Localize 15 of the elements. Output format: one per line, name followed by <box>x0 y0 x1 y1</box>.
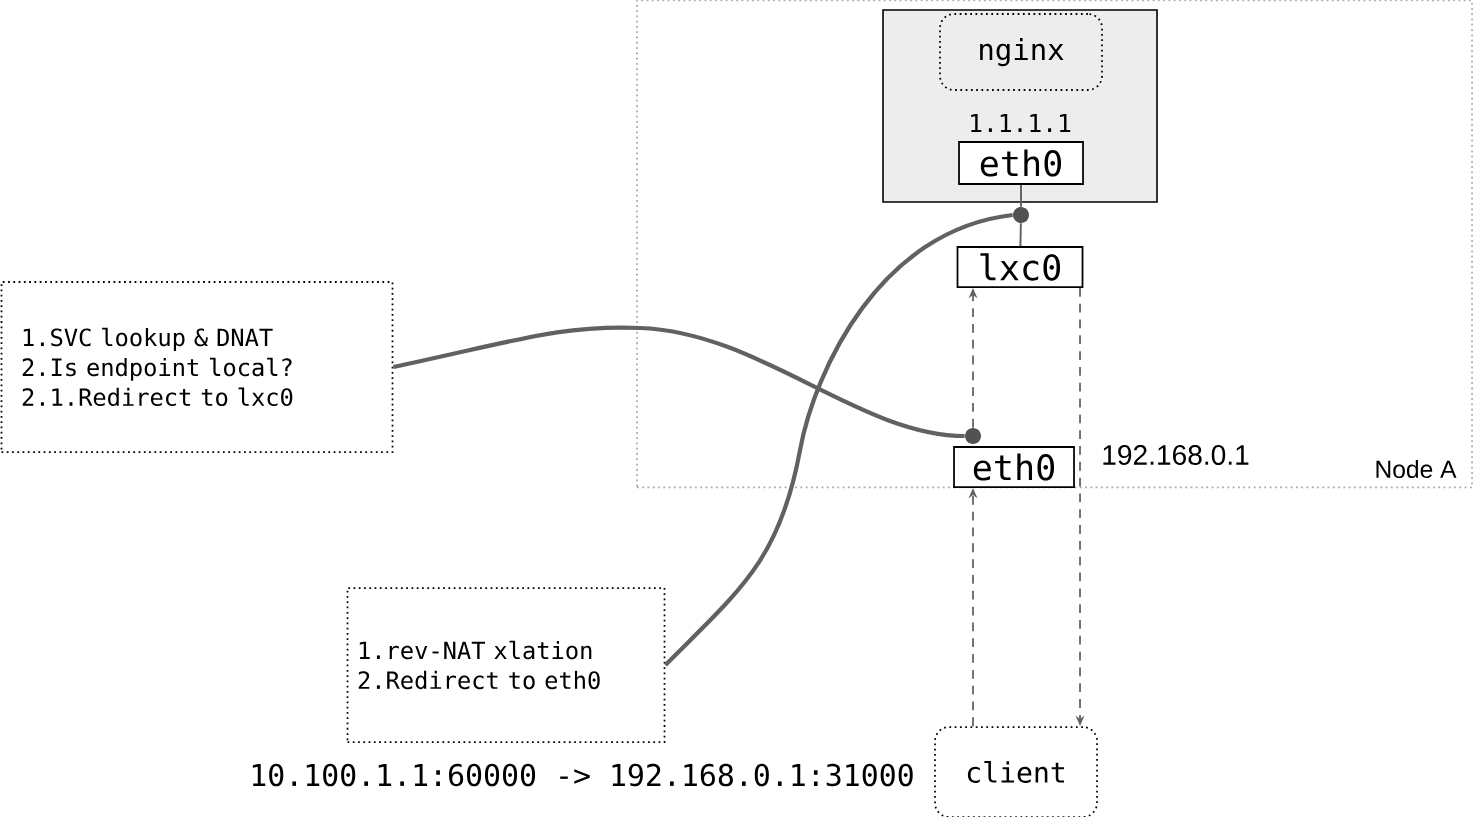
junction-dot <box>965 428 981 444</box>
address-label: 192.168.0.1 <box>1103 445 1249 465</box>
process-box: client <box>934 726 1098 817</box>
interface-box: eth0 <box>958 141 1084 185</box>
interface-box: lxc0 <box>956 246 1084 288</box>
connector-line <box>1020 183 1022 208</box>
interface-box: eth0 <box>953 446 1075 488</box>
address-label: 10.100.1.1:60000 -> 192.168.0.1:31000 <box>252 763 913 787</box>
note-box: 1.rev-NAT xlation 2.Redirect to eth0 <box>346 587 666 743</box>
note-box: 1.SVC lookup & DNAT 2.Is endpoint local? 2.1.Redirect to lxc0 <box>0 281 394 453</box>
connector-line <box>1019 222 1022 248</box>
junction-dot <box>1013 207 1029 223</box>
process-box: nginx <box>939 13 1103 91</box>
leader-line <box>663 212 1014 667</box>
leader-line <box>392 325 965 439</box>
